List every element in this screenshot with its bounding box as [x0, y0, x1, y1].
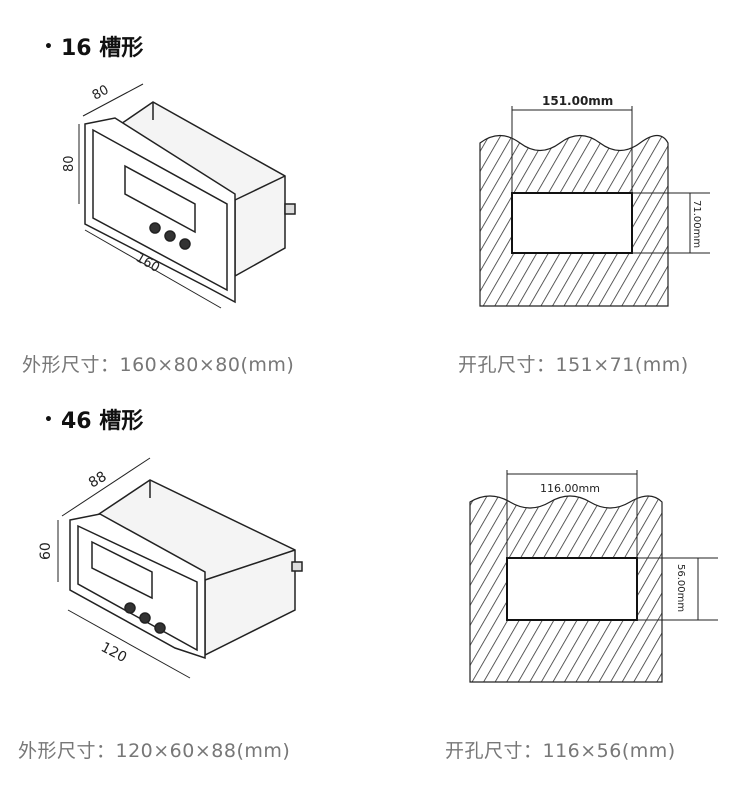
section-1-title: 16 槽形	[60, 36, 144, 61]
panel-cutout-drawing-46: 116.00mm 56.00mm	[469, 470, 718, 683]
device-outline-drawing-16: 80 80 160	[62, 83, 296, 309]
panel-cutout-drawing-16: 151.00mm 71.00mm	[479, 94, 710, 307]
cutout-height-label-46: 56.00mm	[675, 564, 686, 612]
bullet-icon: •	[44, 412, 53, 428]
height-dim-label-16: 80	[62, 155, 77, 172]
section-2-title: 46 槽形	[60, 409, 144, 434]
outline-size-caption-16: 外形尺寸：160×80×80(mm)	[22, 354, 295, 376]
cutout-size-caption-16: 开孔尺寸：151×71(mm)	[458, 354, 689, 376]
device-outline-drawing-46: 88 60 120	[38, 457, 303, 679]
width-dim-label-46: 120	[98, 639, 129, 666]
bullet-icon: •	[44, 39, 53, 55]
cutout-width-label-46: 116.00mm	[540, 482, 600, 495]
height-dim-label-46: 60	[38, 542, 54, 560]
section-1-heading: • 16 槽形	[44, 30, 143, 62]
cutout-size-caption-46: 开孔尺寸：116×56(mm)	[445, 740, 676, 762]
depth-dim-label-16: 80	[90, 83, 112, 104]
section-2-heading: • 46 槽形	[44, 403, 143, 435]
depth-dim-label-46: 88	[86, 469, 109, 492]
cutout-height-label-16: 71.00mm	[691, 200, 702, 248]
cutout-width-label-16: 151.00mm	[542, 94, 613, 108]
outline-size-caption-46: 外形尺寸：120×60×88(mm)	[18, 740, 291, 762]
